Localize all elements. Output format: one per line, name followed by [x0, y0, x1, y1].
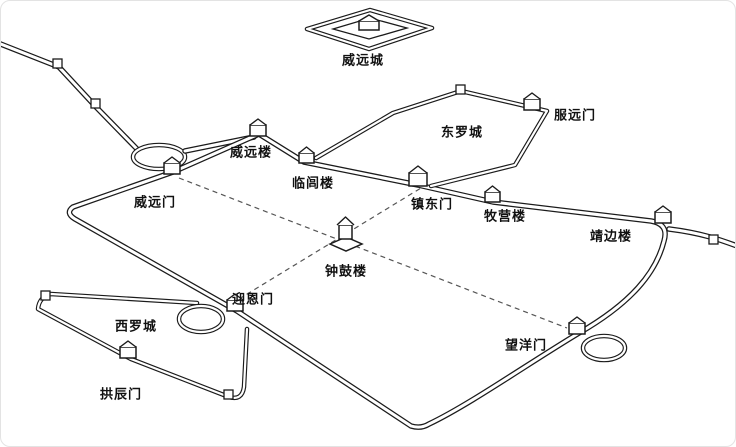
- muyinglou-tower-marker: [484, 185, 501, 203]
- wall-turret-marker: [455, 84, 466, 95]
- weiyuan-fort-roof: [358, 14, 380, 22]
- label-fuyuanmen: 服远门: [553, 108, 597, 124]
- west-luo-city-wall: [38, 290, 247, 400]
- weiyuanmen-gate-marker: [163, 156, 181, 175]
- label-weiyuancheng: 威远城: [341, 53, 385, 69]
- wall-turret-marker: [90, 98, 101, 109]
- barbican-yingen: [179, 306, 223, 332]
- label-weiyuanlou: 威远楼: [229, 145, 273, 161]
- label-weiyuanmen: 威远门: [133, 195, 177, 211]
- axis-dashed-lines: [178, 177, 568, 329]
- barbican-wangyang: [583, 336, 625, 360]
- main-city-wall: [69, 134, 665, 427]
- weiyuanlou-tower-marker: [249, 118, 267, 137]
- label-yingenmen: 迎恩门: [231, 292, 275, 308]
- east-luo-city-wall: [316, 84, 547, 186]
- wall-turret-marker: [52, 58, 63, 69]
- label-zhonggulou: 钟鼓楼: [324, 264, 368, 280]
- label-dongluocheng: 东罗城: [440, 125, 484, 141]
- linlvlou-tower-marker: [298, 146, 315, 164]
- wall-turret-marker: [40, 290, 51, 301]
- wall-turret-marker: [708, 234, 719, 245]
- yingenmen-gate-marker: [226, 293, 244, 312]
- label-jingbianlou: 靖边楼: [589, 229, 633, 245]
- gongchenmen-gate-marker: [119, 340, 137, 359]
- label-wangyangmen: 望洋门: [504, 338, 548, 354]
- wall-turret-marker: [223, 389, 234, 400]
- label-zhendongmen: 镇东门: [410, 197, 454, 213]
- label-muyinglou: 牧营楼: [483, 209, 527, 225]
- label-linlvlou: 临闾楼: [291, 176, 335, 192]
- great-wall-east: [669, 229, 735, 249]
- axis-weiyuanmen-wangyangmen: [178, 177, 568, 329]
- jingbianlou-tower-marker: [654, 205, 672, 224]
- label-xiluocheng: 西罗城: [114, 319, 158, 335]
- wangyangmen-gate-marker: [568, 316, 586, 335]
- weiyuan-fort-platform-marker: [358, 20, 380, 31]
- zhonggulou-tower-marker: [328, 216, 364, 252]
- great-wall-northwest: [1, 41, 137, 149]
- fuyuanmen-gate-marker: [523, 92, 541, 111]
- zhendongmen-gate-marker: [408, 165, 428, 187]
- label-gongchenmen: 拱辰门: [99, 387, 143, 403]
- weiyuan-fort: [307, 10, 432, 49]
